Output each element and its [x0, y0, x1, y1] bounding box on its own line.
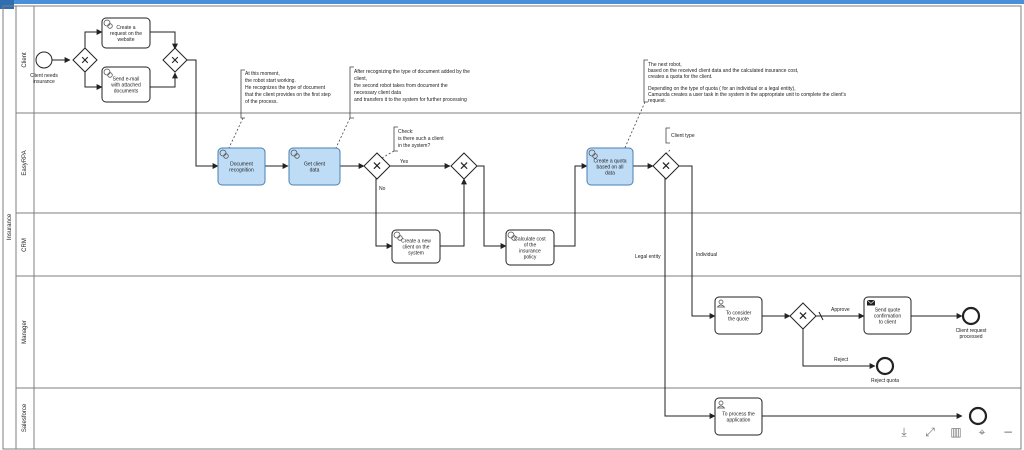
annotation-line: in the system?: [398, 143, 430, 149]
end-event-reject[interactable]: [875, 356, 895, 376]
annotation-line: and transfers it to the system for furth…: [354, 97, 467, 103]
svg-text:✕: ✕: [170, 54, 179, 67]
gears-icon: [393, 231, 403, 241]
annotation-line: is there such a client: [398, 136, 444, 142]
lane-label-client: Client: [22, 52, 28, 68]
annotation-next-robot: The next robot, based on the received cl…: [648, 62, 847, 104]
annotation-client-type: Client type: [671, 133, 695, 139]
download-icon[interactable]: ⤓: [901, 424, 907, 439]
annotation-line: necessary client data: [354, 90, 401, 96]
exclusive-gateway-merge[interactable]: ✕: [450, 152, 478, 180]
annotation-line: After recognizing the type of document a…: [354, 69, 470, 75]
end-event-salesforce[interactable]: [968, 406, 988, 426]
annotation-line: The next robot,: [648, 62, 682, 68]
flow-label-approve: Approve: [831, 307, 850, 313]
flow-label-individual: Individual: [696, 252, 717, 258]
annotation-line: Client type: [671, 133, 695, 139]
top-accent-bar: [0, 0, 1024, 4]
annotation-line: that the client provides on the first st…: [245, 92, 331, 98]
end-event-reject-label: Reject quota: [871, 378, 899, 384]
pool-label: Insurance: [7, 213, 13, 240]
annotation-line: based on the received client data and th…: [648, 68, 798, 74]
annotation-robot-start: At this moment, the robot start working.…: [245, 71, 331, 105]
lane-label-manager: Manager: [22, 320, 28, 344]
user-icon: [716, 400, 726, 409]
annotation-check-client: Check: is there such a client in the sys…: [398, 129, 444, 149]
start-event[interactable]: [35, 51, 53, 69]
gears-icon: [290, 149, 300, 159]
svg-text:✕: ✕: [459, 159, 469, 173]
exclusive-gateway-client-type[interactable]: ✕: [652, 152, 680, 180]
flow-label-yes: Yes: [400, 159, 409, 165]
flow-label-legal-entity: Legal entity: [635, 254, 661, 260]
fullscreen-icon[interactable]: ⤢: [925, 424, 935, 439]
lane-label-crm: CRM: [22, 238, 28, 252]
annotation-line: At this moment,: [245, 71, 280, 77]
corner-badge: [0, 0, 14, 9]
svg-text:✕: ✕: [661, 159, 671, 173]
exclusive-gateway-2[interactable]: ✕: [162, 47, 188, 73]
svg-text:✕: ✕: [372, 159, 382, 173]
annotation-line: the second robot takes from document the: [354, 83, 448, 89]
canvas-toolbar: ⤓ ⤢ ▥ ⌖ −: [894, 422, 1018, 442]
gears-icon: [588, 149, 598, 159]
annotation-line: creates a quota for the client.: [648, 74, 712, 80]
annotation-line: the robot start working.: [245, 78, 296, 84]
lane-label-easyrpa: EasyRPA: [22, 150, 28, 175]
svg-text:✕: ✕: [80, 54, 89, 67]
pool: Insurance Client EasyRPA CRM Manager Sal…: [2, 5, 1022, 450]
annotation-line: Check:: [398, 129, 414, 135]
gears-icon: [103, 19, 113, 29]
exclusive-gateway-approve[interactable]: ✕: [789, 302, 817, 330]
annotation-line: He recognizes the type of document: [245, 85, 326, 91]
svg-text:✕: ✕: [798, 309, 808, 323]
annotation-line: request.: [648, 98, 666, 104]
flow-label-reject: Reject: [834, 357, 849, 363]
envelope-icon: [866, 299, 876, 306]
annotation-line: client,: [354, 76, 367, 82]
gears-icon: [219, 149, 229, 159]
annotation-line: Camunda creates a user task in the syste…: [648, 92, 847, 98]
lane-label-salesforce: Salesforce: [22, 403, 28, 432]
flow-label-no: No: [379, 186, 386, 192]
map-icon[interactable]: ▥: [950, 425, 962, 439]
user-icon: [716, 299, 726, 308]
end-event-processed[interactable]: [961, 306, 981, 326]
exclusive-gateway-client-check[interactable]: ✕: [363, 152, 391, 180]
annotation-brackets: [240, 59, 670, 152]
exclusive-gateway-1[interactable]: ✕: [72, 47, 98, 73]
sequence-flows: [52, 29, 963, 419]
zoom-out-icon[interactable]: −: [1002, 425, 1014, 439]
annotation-second-robot: After recognizing the type of document a…: [354, 69, 470, 103]
annotation-line: of the process.: [245, 99, 278, 105]
crosshair-icon[interactable]: ⌖: [978, 424, 986, 439]
annotation-line: Depending on the type of quota ( for an …: [648, 86, 796, 92]
gears-icon: [507, 231, 517, 241]
gears-icon: [103, 68, 113, 78]
